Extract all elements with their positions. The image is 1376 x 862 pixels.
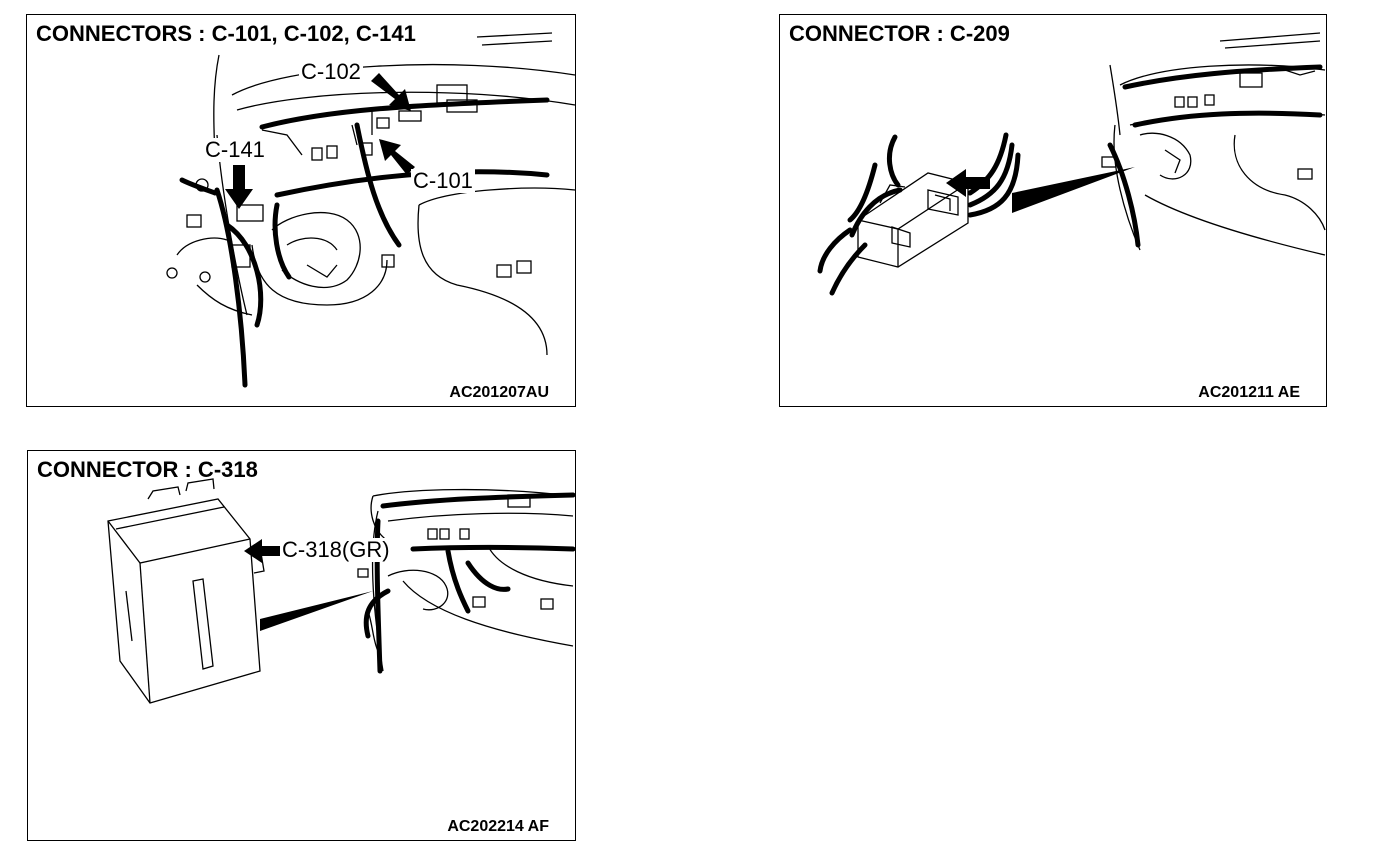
figure-code: AC201207AU: [449, 384, 549, 401]
diagram-panel-c318: CONNECTOR : C-318 C-318(GR) AC202214 AF: [27, 450, 576, 841]
panel-title: CONNECTOR : C-209: [789, 21, 1010, 46]
figure-code: AC202214 AF: [447, 818, 549, 835]
diagram-panel-c101-c102-c141: CONNECTORS : C-101, C-102, C-141 C-102 C…: [26, 14, 576, 407]
dashboard-wiring-illustration: [107, 478, 576, 704]
callout-label-c102: C-102: [299, 59, 363, 84]
panel-title: CONNECTORS : C-101, C-102, C-141: [36, 21, 416, 46]
figure-code: AC201211 AE: [1198, 384, 1300, 401]
panel-title: CONNECTOR : C-318: [37, 457, 258, 482]
dashboard-wiring-illustration: [817, 32, 1326, 296]
callout-label-c101: C-101: [411, 168, 475, 193]
dashboard-wiring-illustration: [166, 32, 576, 388]
callout-label-c318: C-318(GR): [280, 537, 392, 562]
diagram-panel-c209: CONNECTOR : C-209 AC201211 AE: [779, 14, 1327, 407]
callout-label-c141: C-141: [203, 137, 267, 162]
